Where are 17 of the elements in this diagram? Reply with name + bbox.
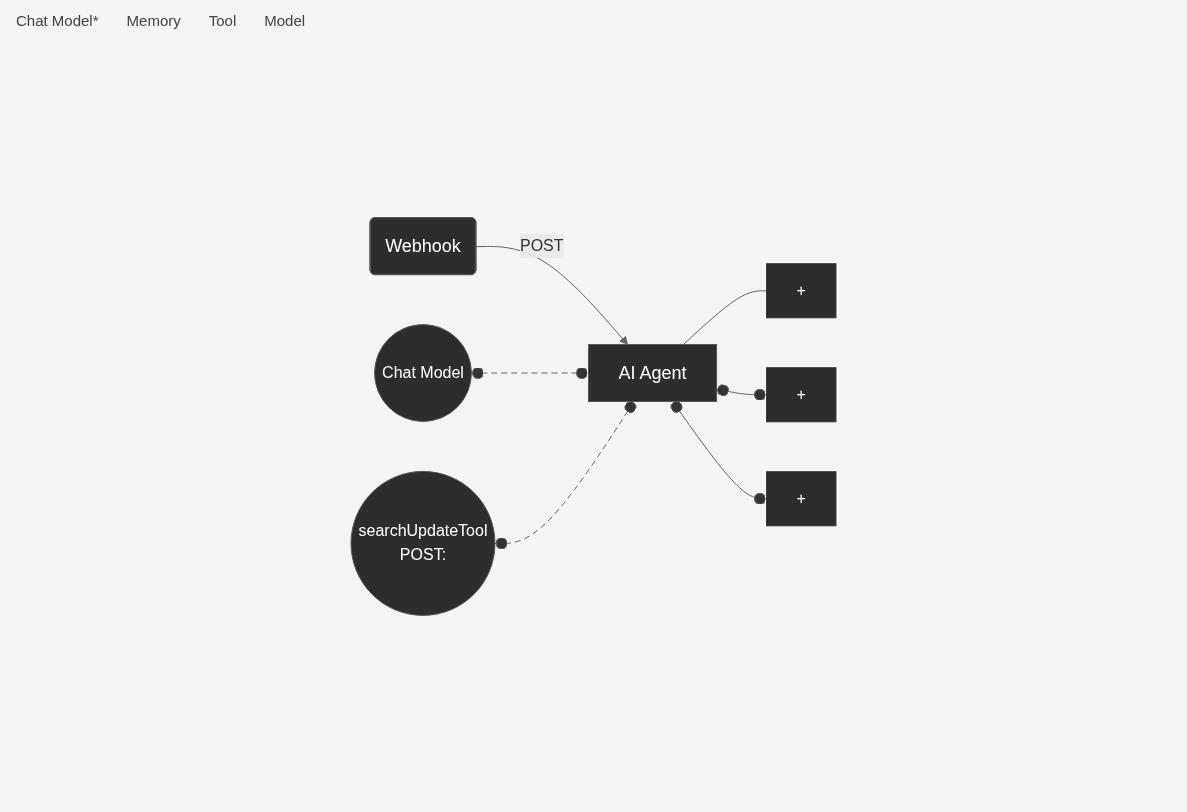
- node-box: AI Agent: [588, 344, 718, 402]
- connector: [494, 401, 637, 550]
- node-box: +: [766, 471, 837, 527]
- connector: [682, 290, 768, 345]
- connector: [716, 384, 768, 401]
- node-box: +: [766, 367, 837, 423]
- port-label: Tool: [207, 11, 238, 31]
- connector: [670, 400, 768, 505]
- node-circle: searchUpdateTool POST:: [350, 470, 496, 616]
- port-label: Chat Model*: [15, 11, 100, 31]
- port-label: Memory: [125, 11, 182, 31]
- port-label: Model: [263, 11, 307, 31]
- node-box: +: [766, 263, 837, 319]
- node-circle: Chat Model: [374, 324, 472, 422]
- arrow: [475, 246, 629, 345]
- connector: [470, 366, 590, 380]
- edge-label: POST: [520, 237, 564, 255]
